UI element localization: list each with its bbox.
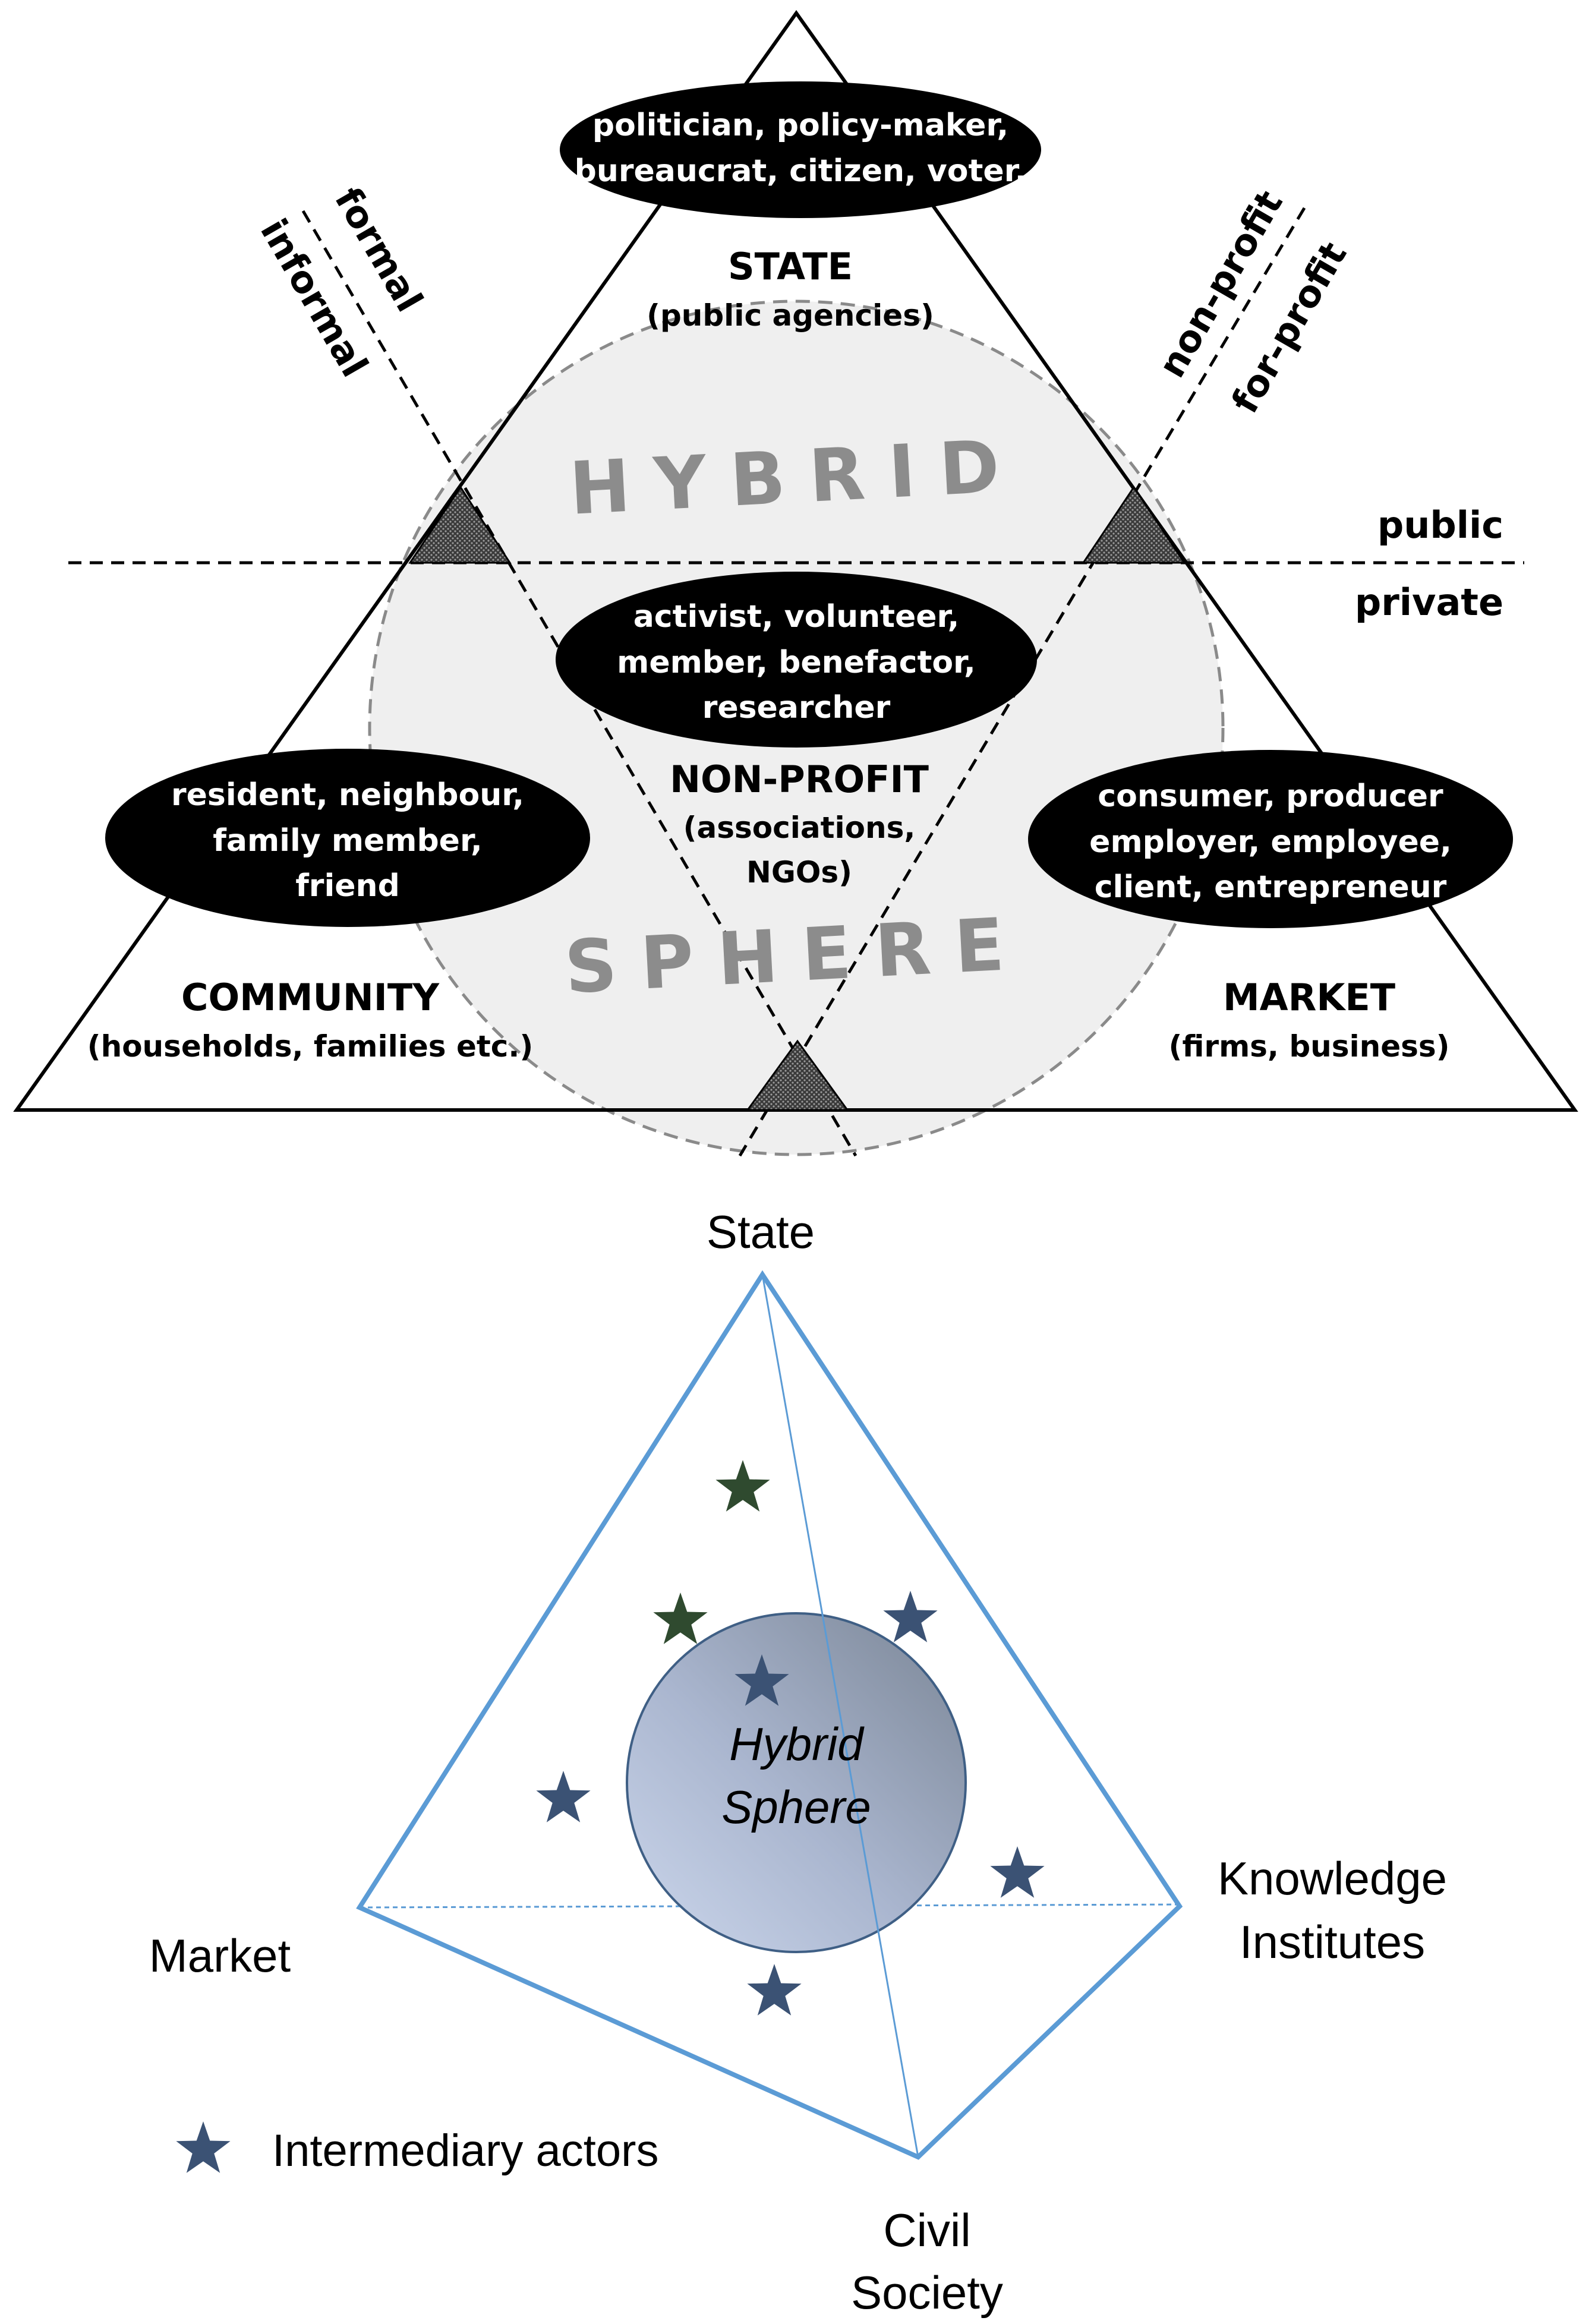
civil-vertex-label-2: Society (851, 2266, 1003, 2319)
nonprofit-subtitle-line-1: (associations, (683, 811, 916, 845)
nonprofit-role-line-2: member, benefactor, (617, 645, 976, 680)
intermediary-star-icon (990, 1846, 1045, 1898)
state-role-line-1: politician, policy-maker, (592, 108, 1008, 143)
community-title: COMMUNITY (181, 976, 440, 1019)
intermediary-star-icon (747, 1964, 802, 2016)
community-roles-ellipse (105, 749, 590, 927)
market-role-line-3: client, entrepreneur (1095, 869, 1447, 905)
market-vertex-label: Market (149, 1929, 291, 1982)
legend-star-icon (176, 2121, 231, 2173)
left-intersection-marker (408, 485, 512, 564)
community-subtitle: (households, families etc.) (87, 1029, 534, 1064)
nonprofit-title: NON-PROFIT (670, 758, 929, 801)
tetrahedron-outline (356, 1270, 1183, 2160)
hybrid-sphere-ball (626, 1612, 967, 1953)
nonprofit-role-line-3: researcher (702, 690, 891, 726)
nonprofit-subtitle-line-2: NGOs) (746, 855, 852, 890)
state-role-line-2: bureaucrat, citizen, voter, (575, 153, 1027, 189)
hybrid-sphere-line-2: Sphere (721, 1781, 871, 1833)
market-role-line-1: consumer, producer (1098, 778, 1443, 814)
legend-label: Intermediary actors (272, 2126, 658, 2176)
knowledge-vertex-label-1: Knowledge (1218, 1852, 1447, 1904)
nonprofit-roles-ellipse (556, 572, 1037, 748)
knowledge-vertex-label-2: Institutes (1240, 1916, 1425, 1968)
state-title: STATE (728, 245, 853, 288)
civil-vertex-label-1: Civil (883, 2204, 970, 2256)
community-role-line-1: resident, neighbour, (171, 777, 524, 813)
state-subtitle: (public agencies) (647, 298, 934, 333)
public-label: public (1377, 503, 1503, 547)
private-label: private (1355, 581, 1503, 624)
bottom-intersection-marker (746, 1039, 849, 1111)
formal-label: formal (326, 180, 431, 319)
market-subtitle: (firms, business) (1169, 1029, 1450, 1064)
right-intersection-marker (1082, 485, 1186, 564)
hybrid-sphere-line-1: Hybrid (729, 1718, 865, 1770)
nonprofit-role-line-1: activist, volunteer, (633, 599, 960, 635)
market-title: MARKET (1223, 976, 1395, 1019)
intermediary-star-icon (536, 1771, 591, 1822)
legend: Intermediary actors (176, 2121, 658, 2176)
market-roles-ellipse (1028, 750, 1513, 928)
state-vertex-label: State (707, 1206, 815, 1258)
market-role-line-2: employer, employee, (1089, 824, 1452, 860)
community-role-line-3: friend (295, 868, 400, 904)
nonprofit-forprofit-line (738, 207, 1306, 1157)
community-role-line-2: family member, (213, 823, 482, 859)
state-roles-ellipse (560, 81, 1041, 218)
welfare-triangle-diagram: HYBRID SPHERE politician, policy-maker, … (13, 10, 1578, 1157)
intermediary-star-icon (715, 1460, 770, 1512)
intermediary-star-icon (883, 1591, 938, 1642)
tetrahedron-diagram: Hybrid Sphere State Market Knowledge Ins… (149, 1206, 1447, 2319)
intermediary-star-icon (653, 1593, 708, 1644)
inner-edge-state-civil (761, 1274, 919, 2158)
